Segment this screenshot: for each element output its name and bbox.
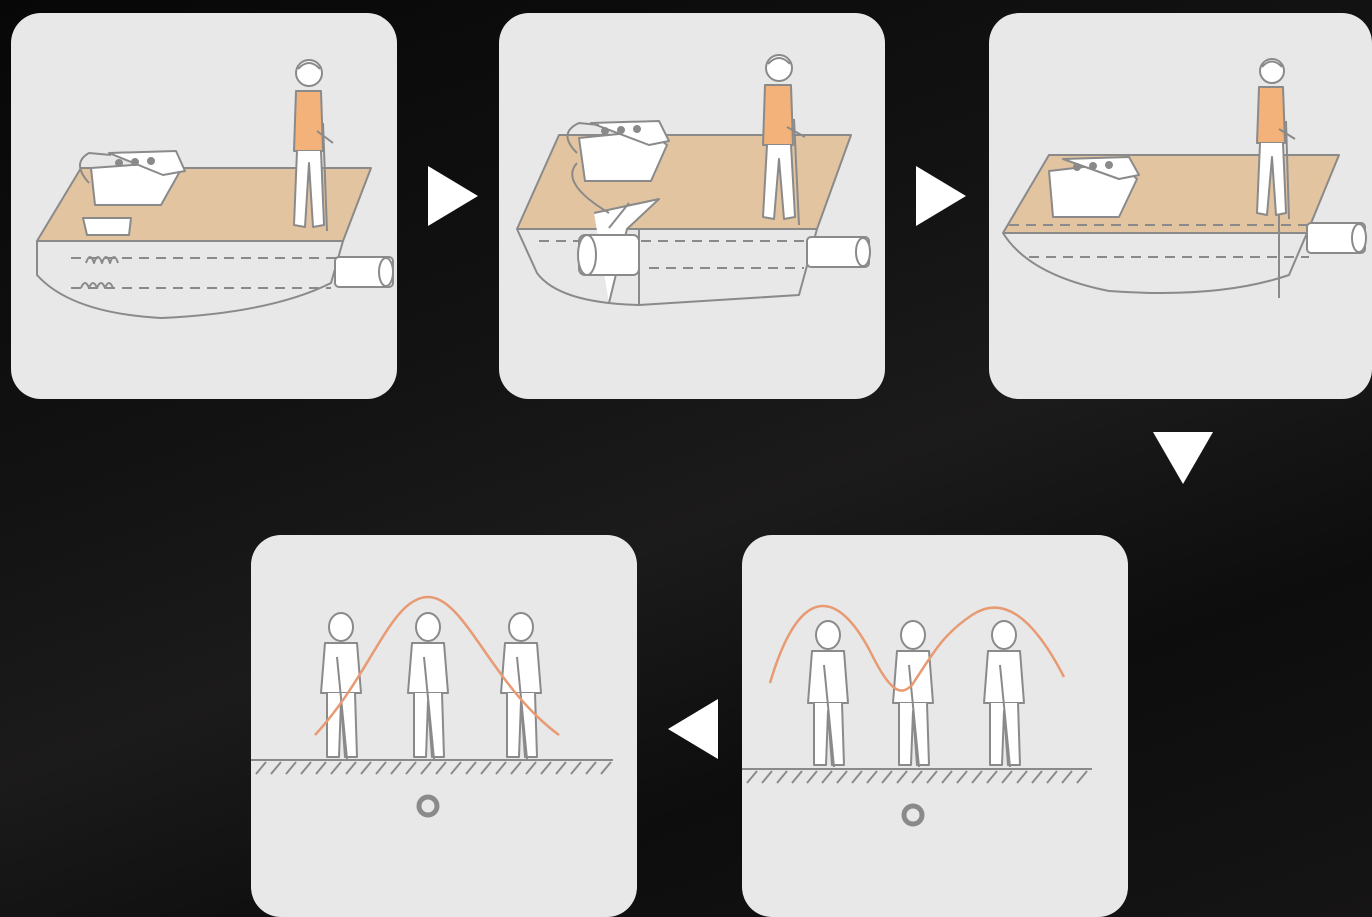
flow-arrow-right-1 bbox=[424, 164, 480, 228]
signal-single-peak-locating-icon bbox=[251, 535, 637, 917]
triangle-right-icon bbox=[912, 164, 968, 228]
step-5-single-peak-locating-panel bbox=[251, 535, 637, 917]
triangle-left-icon bbox=[666, 697, 722, 761]
pipe-installed-under-ground-icon bbox=[989, 13, 1372, 399]
step-3-pipe-installed-panel bbox=[989, 13, 1372, 399]
step-1-excavation-panel bbox=[11, 13, 397, 399]
triangle-right-icon bbox=[424, 164, 480, 228]
signal-peak-locating-three-workers-icon bbox=[742, 535, 1128, 917]
step-2-drilling-panel bbox=[499, 13, 885, 399]
directional-drilling-rig-icon bbox=[499, 13, 885, 399]
triangle-down-icon bbox=[1152, 430, 1214, 486]
flow-arrow-left bbox=[666, 697, 722, 761]
flow-arrow-down bbox=[1152, 430, 1214, 486]
excavation-site-with-surveyor-icon bbox=[11, 13, 397, 399]
step-4-twin-peak-locating-panel bbox=[742, 535, 1128, 917]
flow-arrow-right-2 bbox=[912, 164, 968, 228]
